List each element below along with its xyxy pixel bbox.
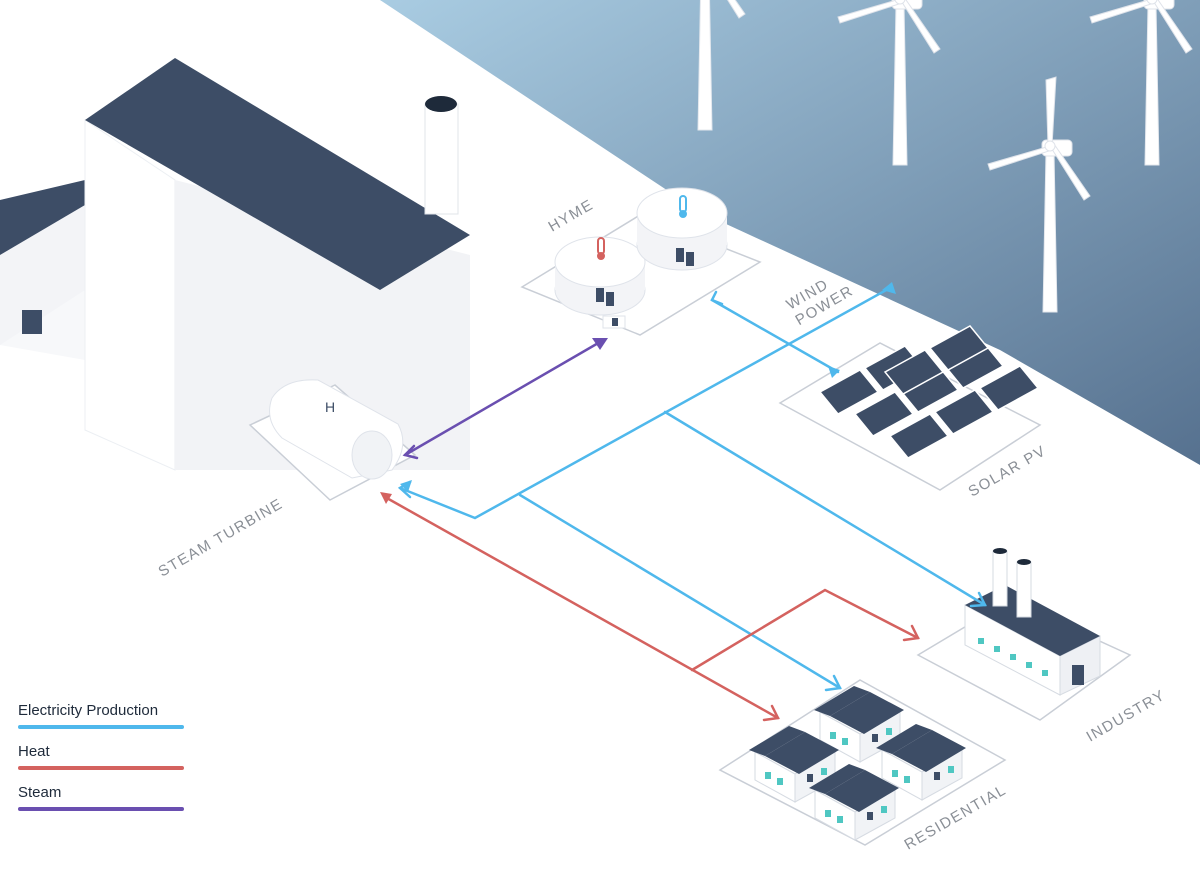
hyme-storage-unit bbox=[520, 187, 762, 336]
electricity-flow-lines bbox=[398, 286, 987, 690]
steam-source-marker bbox=[592, 338, 608, 350]
sea-background bbox=[380, 0, 1200, 465]
legend-swatch bbox=[18, 766, 184, 770]
factory-icon bbox=[964, 548, 1101, 696]
legend-label: Steam bbox=[18, 784, 62, 801]
legend-item-heat: Heat bbox=[18, 743, 193, 770]
industry-site bbox=[916, 548, 1132, 721]
label-steam-turbine: STEAM TURBINE bbox=[156, 495, 287, 580]
residential-area bbox=[718, 679, 1007, 846]
electricity-source-marker bbox=[882, 282, 896, 294]
legend-item-electricity: Electricity Production bbox=[18, 702, 193, 729]
heat-arrowheads bbox=[762, 624, 920, 722]
steam-turbine-unit: H bbox=[248, 379, 417, 501]
legend: Electricity Production Heat Steam bbox=[18, 702, 193, 825]
electricity-marker bbox=[828, 366, 840, 378]
heat-flow-lines bbox=[383, 495, 920, 720]
storage-tank-icon bbox=[554, 236, 646, 316]
steam-arrowhead bbox=[402, 444, 419, 460]
label-hyme: HYME bbox=[546, 196, 597, 235]
label-industry: INDUSTRY bbox=[1084, 687, 1169, 746]
storage-tank-icon bbox=[636, 187, 728, 271]
steam-flow-line bbox=[403, 340, 602, 457]
turbine-logo-icon: H bbox=[325, 399, 335, 415]
legend-label: Heat bbox=[18, 743, 50, 760]
legend-item-steam: Steam bbox=[18, 784, 193, 811]
heat-source-marker bbox=[380, 492, 392, 504]
power-plant-building bbox=[0, 58, 470, 471]
thermometer-icon bbox=[597, 237, 605, 260]
solar-pv-array bbox=[778, 325, 1042, 491]
legend-label: Electricity Production bbox=[18, 702, 159, 719]
thermometer-icon bbox=[679, 195, 687, 218]
electricity-marker bbox=[400, 480, 412, 492]
legend-swatch bbox=[18, 725, 184, 729]
legend-swatch bbox=[18, 807, 184, 811]
